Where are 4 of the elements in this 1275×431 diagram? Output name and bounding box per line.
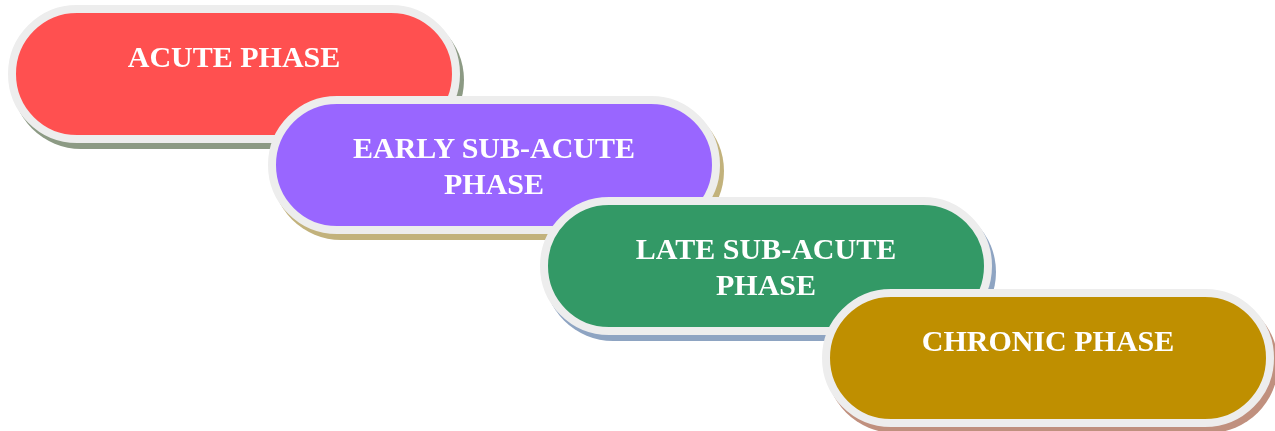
phase-label: EARLY SUB-ACUTE PHASE bbox=[352, 130, 636, 202]
phase-label: ACUTE PHASE bbox=[127, 39, 341, 75]
phase-label: CHRONIC PHASE bbox=[921, 323, 1175, 359]
phase-label: LATE SUB-ACUTE PHASE bbox=[634, 231, 898, 303]
